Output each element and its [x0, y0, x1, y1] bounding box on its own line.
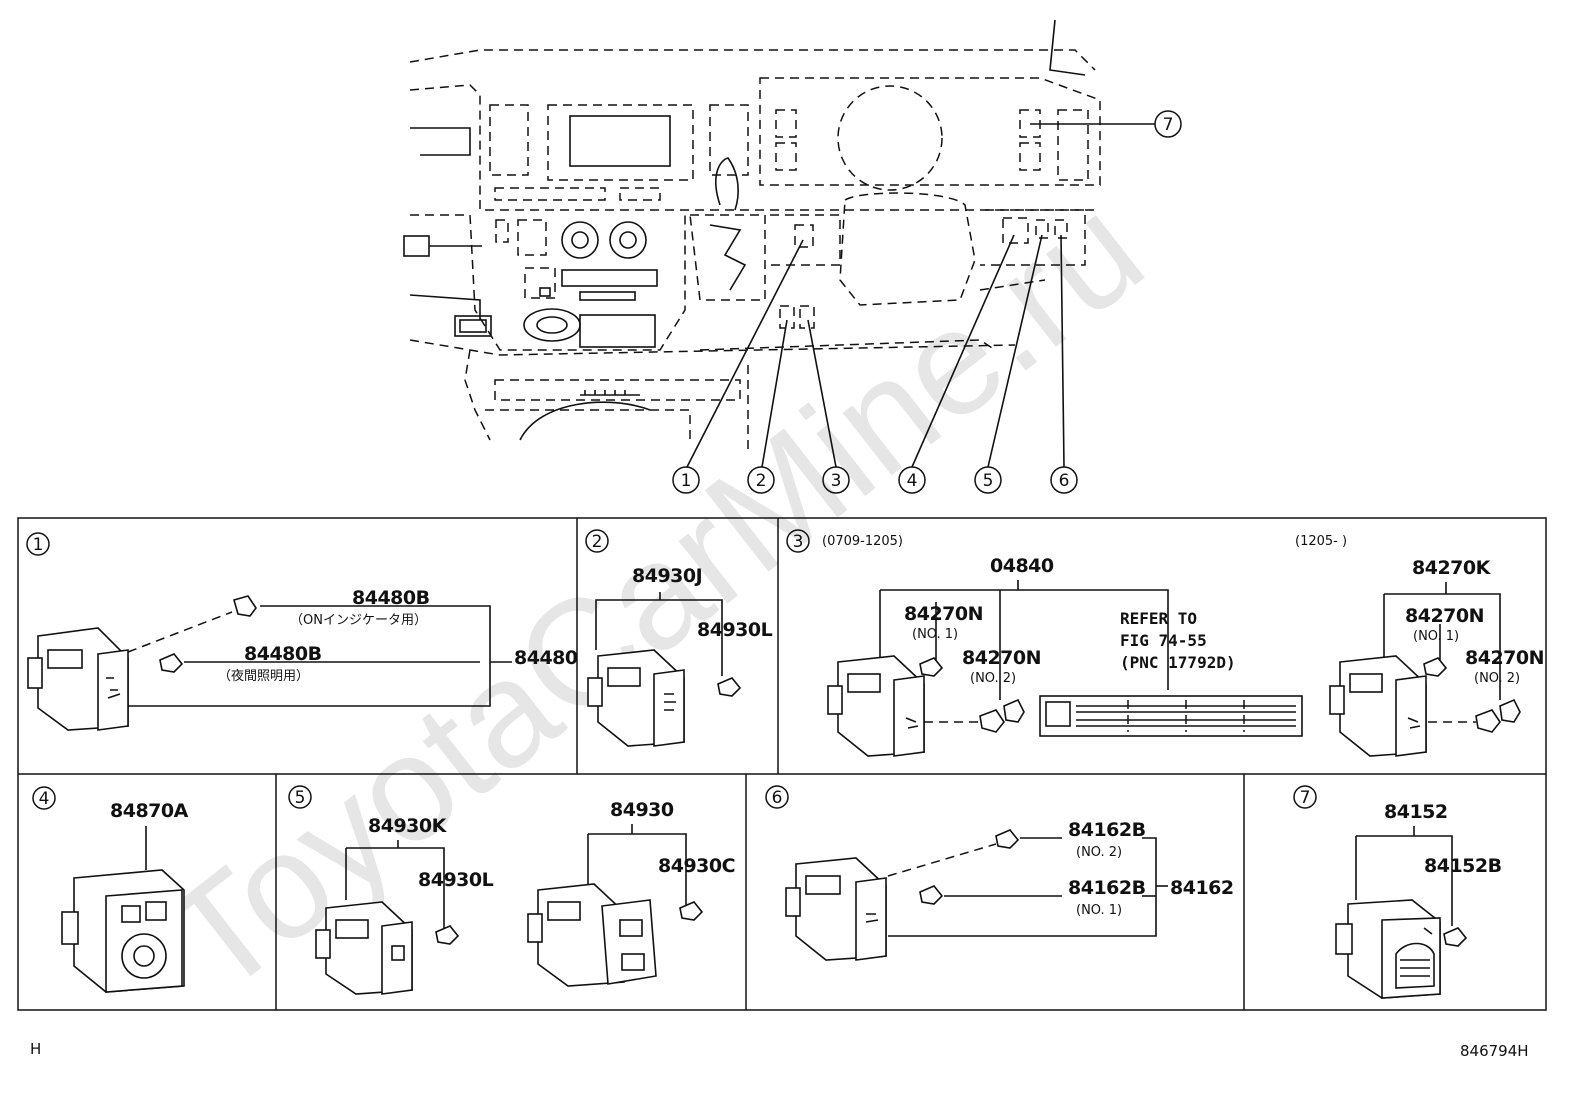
switch-housing	[587, 649, 685, 747]
svg-text:3: 3	[831, 471, 842, 491]
label-84162B-2-note: (NO. 2)	[1076, 845, 1122, 860]
film-strip-part	[1039, 695, 1303, 737]
label-84270N-1: 84270N	[904, 603, 983, 625]
label-84270K: 84270K	[1412, 557, 1492, 579]
svg-text:2: 2	[756, 471, 767, 491]
date-range-new: (1205- )	[1295, 534, 1347, 549]
label-84480B-2-note: （夜間照明用）	[218, 669, 309, 684]
label-84270N-4: 84270N	[1465, 647, 1544, 669]
label-84870A: 84870A	[110, 800, 189, 822]
label-84270N-4-note: (NO. 2)	[1474, 671, 1520, 686]
svg-text:7: 7	[1163, 115, 1174, 135]
label-84162B-2: 84162B	[1068, 819, 1146, 841]
label-84270N-1-note: (NO. 1)	[912, 627, 958, 642]
panel-6-number: 6	[772, 788, 783, 808]
label-84152: 84152	[1384, 801, 1448, 823]
callout-6: 6	[1050, 466, 1078, 494]
label-84930C: 84930C	[658, 855, 735, 877]
mirror-switch	[61, 869, 185, 993]
panel-3-number: 3	[793, 532, 804, 552]
label-84480B-2: 84480B	[244, 643, 322, 665]
panel-3: 3 (0709-1205) (1205- ) 04840 84270N (NO.…	[786, 529, 1545, 757]
switch-housing	[27, 627, 129, 731]
label-84162: 84162	[1170, 877, 1234, 899]
footer-figure-number: 846794H	[1460, 1042, 1529, 1060]
switch-housing	[1329, 655, 1427, 757]
panel-1-number: 1	[33, 535, 44, 555]
svg-text:6: 6	[1059, 471, 1070, 491]
panel-4: 4 84870A	[32, 786, 189, 993]
label-84152B: 84152B	[1424, 855, 1502, 877]
label-84162B-1-note: (NO. 1)	[1076, 903, 1122, 918]
label-84930: 84930	[610, 799, 674, 821]
panel-7-number: 7	[1300, 788, 1311, 808]
label-84480B-1: 84480B	[352, 587, 430, 609]
label-84480: 84480	[514, 647, 578, 669]
svg-text:1: 1	[681, 471, 692, 491]
panel-2-number: 2	[592, 532, 603, 552]
label-04840: 04840	[990, 555, 1054, 577]
panel-6: 6 84162B (NO. 2) 84162B (NO. 1) 84162	[765, 785, 1234, 961]
panel-1: 1 84480B （ONインジケータ用） 84480B （夜間照明用） 8448…	[26, 532, 578, 731]
svg-text:4: 4	[907, 471, 918, 491]
switch-housing	[827, 655, 925, 757]
callout-5: 5	[974, 466, 1002, 494]
dimmer-switch	[1335, 899, 1441, 999]
callout-1: 1	[672, 466, 700, 494]
panel-5: 5 84930K 84930L 84930 84930C	[288, 785, 736, 995]
dashboard-overview	[403, 19, 1101, 450]
panel-2: 2 84930J 84930L	[585, 529, 773, 747]
label-84270N-3: 84270N	[1405, 605, 1484, 627]
svg-text:5: 5	[983, 471, 994, 491]
callout-2: 2	[747, 466, 775, 494]
refer-line-1: REFER TO	[1120, 609, 1197, 628]
callout-3: 3	[822, 466, 850, 494]
callout-7: 7	[1154, 110, 1182, 138]
refer-line-3: (PNC 17792D)	[1120, 653, 1236, 672]
label-84930J: 84930J	[632, 565, 702, 587]
label-84480B-1-note: （ONインジケータ用）	[290, 613, 427, 628]
panel-grid	[17, 517, 1547, 1011]
footer-left-code: H	[30, 1040, 42, 1058]
panel-7: 7 84152 84152B	[1293, 785, 1502, 999]
switch-housing	[785, 857, 887, 961]
date-range-old: (0709-1205)	[822, 534, 903, 549]
refer-line-2: FIG 74-55	[1120, 631, 1207, 650]
label-84930L-5: 84930L	[418, 869, 494, 891]
label-84270N-2: 84270N	[962, 647, 1041, 669]
label-84270N-3-note: (NO. 1)	[1413, 629, 1459, 644]
panel-5-number: 5	[295, 788, 306, 808]
switch-housing	[315, 901, 413, 995]
overview-callouts: 1 2 3 4 5 6 7	[672, 110, 1182, 494]
callout-4: 4	[898, 466, 926, 494]
switch-housing-double	[527, 883, 657, 987]
label-84270N-2-note: (NO. 2)	[970, 671, 1016, 686]
label-84930L: 84930L	[697, 619, 773, 641]
panel-4-number: 4	[39, 789, 50, 809]
label-84162B-1: 84162B	[1068, 877, 1146, 899]
label-84930K: 84930K	[368, 815, 448, 837]
callout-leaders	[686, 123, 1155, 468]
